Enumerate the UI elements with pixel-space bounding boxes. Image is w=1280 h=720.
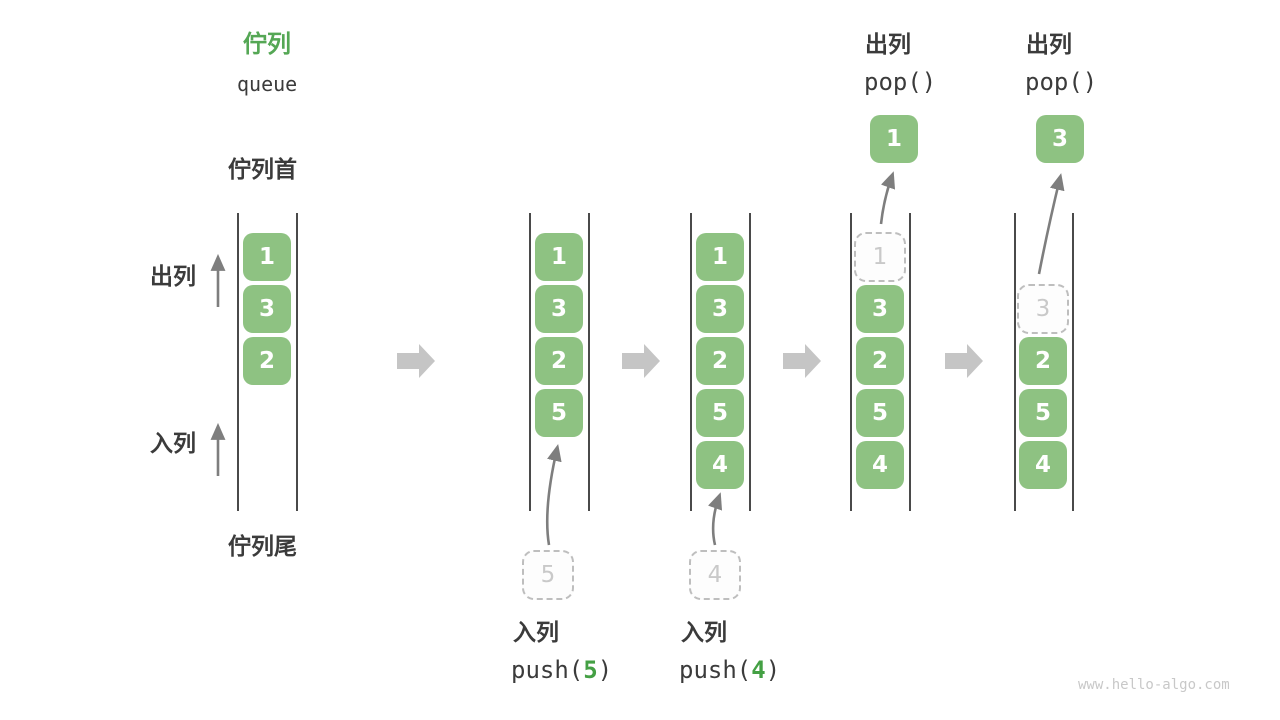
queue-front-label: 佇列首 (228, 157, 297, 183)
queue-4-popped-cell: 1 (870, 115, 918, 163)
queue-3-cell: 3 (696, 285, 744, 333)
pop-arrow-icon (879, 171, 896, 225)
queue-5-cell: 5 (1019, 389, 1067, 437)
queue-5-left-wall (1014, 213, 1016, 511)
queue-1-right-wall (296, 213, 298, 511)
queue-1-cell: 2 (243, 337, 291, 385)
flow-arrow-icon (622, 344, 660, 378)
queue-5-cell: 2 (1019, 337, 1067, 385)
push-code-suffix: ) (765, 656, 781, 684)
push-code-prefix: push( (679, 656, 752, 684)
push-code-arg: 4 (751, 656, 766, 684)
push-code-suffix: ) (597, 656, 613, 684)
queue-2-left-wall (529, 213, 531, 511)
push-code-arg: 5 (583, 656, 598, 684)
queue-3-cell: 1 (696, 233, 744, 281)
flow-arrow-icon (945, 344, 983, 378)
queue-1-cell: 1 (243, 233, 291, 281)
queue-4-cell: 4 (856, 441, 904, 489)
queue-4-cell: 2 (856, 337, 904, 385)
watermark: www.hello-algo.com (1078, 677, 1230, 693)
queue-4-right-wall (909, 213, 911, 511)
queue-rear-label: 佇列尾 (228, 534, 297, 560)
dequeue-side-label: 出列 (150, 264, 196, 290)
queue-5-popped-cell: 3 (1036, 115, 1084, 163)
queue-2-cell: 2 (535, 337, 583, 385)
push-code-prefix: push( (511, 656, 584, 684)
enqueue-side-label: 入列 (150, 431, 196, 457)
queue-4-cell: 3 (856, 285, 904, 333)
diagram-title-en: queue (237, 72, 298, 96)
queue-2-cell: 5 (535, 389, 583, 437)
pop-arrow-icon (1037, 173, 1065, 275)
queue-2-push-code: push(5) (511, 656, 612, 684)
queue-1-left-wall (237, 213, 239, 511)
queue-5-pop-code: pop() (1025, 68, 1098, 96)
queue-4-dashed-cell: 1 (854, 232, 906, 282)
queue-1-cell: 3 (243, 285, 291, 333)
queue-3-cell: 5 (696, 389, 744, 437)
queue-5-dashed-cell: 3 (1017, 284, 1069, 334)
queue-3-cell: 4 (696, 441, 744, 489)
queue-4-dequeue-label: 出列 (865, 32, 911, 58)
queue-3-right-wall (749, 213, 751, 511)
push-arrow-icon (546, 444, 562, 546)
flow-arrow-icon (397, 344, 435, 378)
queue-5-dequeue-label: 出列 (1026, 32, 1072, 58)
queue-4-left-wall (850, 213, 852, 511)
queue-2-right-wall (588, 213, 590, 511)
push-arrow-icon (708, 492, 723, 546)
queue-2-cell: 3 (535, 285, 583, 333)
queue-3-enqueue-label: 入列 (681, 620, 727, 646)
queue-5-cell: 4 (1019, 441, 1067, 489)
queue-5-right-wall (1072, 213, 1074, 511)
queue-2-cell: 1 (535, 233, 583, 281)
queue-3-cell: 2 (696, 337, 744, 385)
queue-4-pop-code: pop() (864, 68, 937, 96)
queue-4-cell: 5 (856, 389, 904, 437)
diagram-title-zh: 佇列 (243, 30, 291, 58)
flow-arrow-icon (783, 344, 821, 378)
queue-3-staged-cell: 4 (689, 550, 741, 600)
queue-2-enqueue-label: 入列 (513, 620, 559, 646)
queue-3-left-wall (690, 213, 692, 511)
queue-2-staged-cell: 5 (522, 550, 574, 600)
queue-3-push-code: push(4) (679, 656, 780, 684)
